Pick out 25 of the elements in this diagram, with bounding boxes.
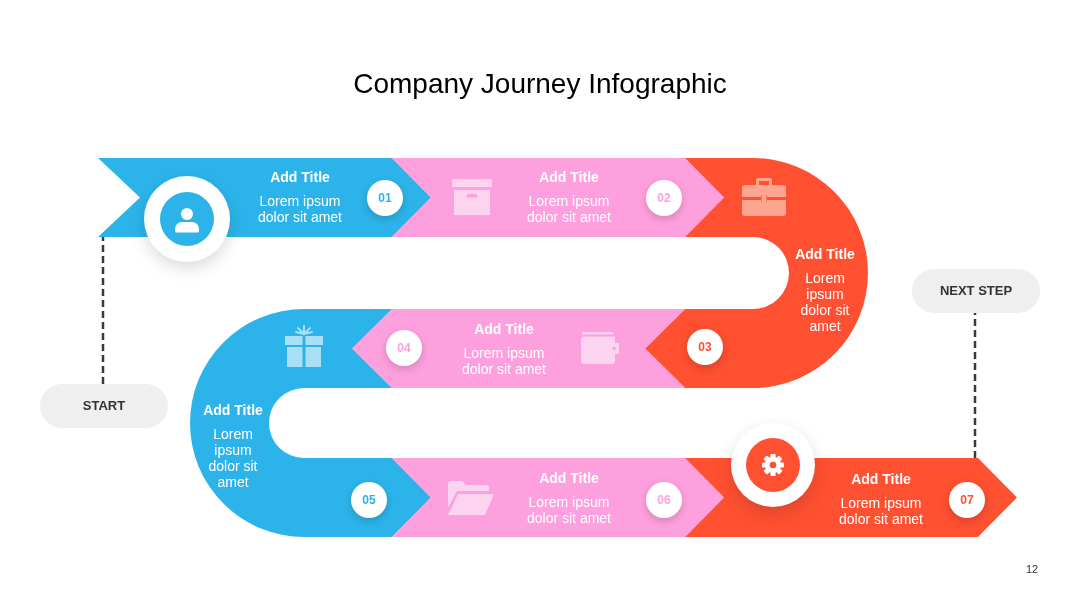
endpoint-label: START xyxy=(40,384,168,428)
step-description: Lorem ipsum dolor sit amet xyxy=(799,270,851,334)
journey-segment xyxy=(352,309,685,388)
journey-segment xyxy=(392,158,724,237)
journey-segment xyxy=(645,158,868,388)
step-description: Lorem ipsum dolor sit amet xyxy=(525,494,612,526)
step-description: Lorem ipsum dolor sit amet xyxy=(460,345,547,377)
step-description: Lorem ipsum dolor sit amet xyxy=(207,426,259,490)
step-title: Add Title xyxy=(851,471,911,487)
step-description: Lorem ipsum dolor sit amet xyxy=(525,193,612,225)
endpoint-label: NEXT STEP xyxy=(912,269,1040,313)
step-description: Lorem ipsum dolor sit amet xyxy=(837,495,924,527)
step-title: Add Title xyxy=(270,169,330,185)
journey-segment xyxy=(392,458,724,537)
journey-segment xyxy=(190,309,431,537)
dashed-connector xyxy=(101,237,105,384)
page-number: 12 xyxy=(1026,562,1039,577)
step-title: Add Title xyxy=(539,169,599,185)
diagram-title: Company Journey Infographic xyxy=(352,68,728,100)
step-title: Add Title xyxy=(795,246,855,262)
dashed-connector xyxy=(973,313,977,458)
step-title: Add Title xyxy=(474,321,534,337)
step-description: Lorem ipsum dolor sit amet xyxy=(256,193,343,225)
step-title: Add Title xyxy=(539,470,599,486)
step-title: Add Title xyxy=(203,402,263,418)
